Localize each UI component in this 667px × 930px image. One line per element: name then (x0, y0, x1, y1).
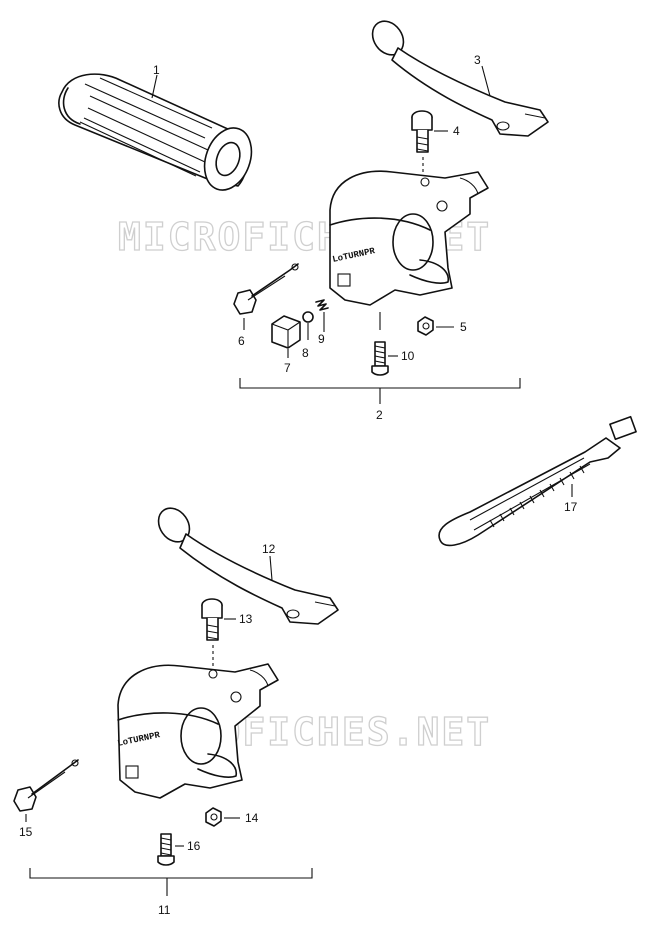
callout-8: 8 (302, 346, 309, 360)
callout-9: 9 (318, 332, 325, 346)
clip-15[interactable] (13, 759, 79, 812)
nut-5[interactable] (417, 316, 434, 336)
clip-6[interactable] (233, 263, 299, 315)
screw-13[interactable] (201, 598, 223, 641)
callout-4: 4 (453, 124, 460, 138)
callout-6: 6 (238, 334, 245, 348)
callout-12: 12 (262, 542, 276, 556)
nut-14[interactable] (205, 807, 222, 827)
callout-16: 16 (187, 839, 201, 853)
bracket-11 (29, 868, 313, 896)
cable-tie-17[interactable] (438, 415, 637, 547)
callout-17: 17 (564, 500, 578, 514)
callout-11: 11 (158, 903, 171, 917)
switch-housing-upper[interactable]: LoTURNPR (329, 170, 489, 306)
ball-8[interactable] (302, 311, 314, 323)
callout-10: 10 (401, 349, 415, 363)
callout-2: 2 (376, 408, 383, 422)
callout-14: 14 (245, 811, 259, 825)
knob-7[interactable] (271, 315, 301, 349)
switch-housing-lower[interactable]: LoTURNPR (117, 663, 279, 799)
callout-13: 13 (239, 612, 253, 626)
callout-15: 15 (19, 825, 33, 839)
bolt-16[interactable] (157, 833, 175, 866)
spring-9[interactable] (315, 299, 329, 311)
callout-7: 7 (284, 361, 291, 375)
bracket-2 (239, 378, 521, 404)
callout-5: 5 (460, 320, 467, 334)
callout-1: 1 (153, 63, 160, 77)
grip-part[interactable] (58, 73, 260, 196)
lever-lower[interactable] (152, 502, 339, 625)
callout-3: 3 (474, 53, 481, 67)
lever-upper[interactable] (366, 15, 549, 137)
bolt-10[interactable] (371, 341, 389, 376)
screw-4[interactable] (411, 110, 433, 153)
